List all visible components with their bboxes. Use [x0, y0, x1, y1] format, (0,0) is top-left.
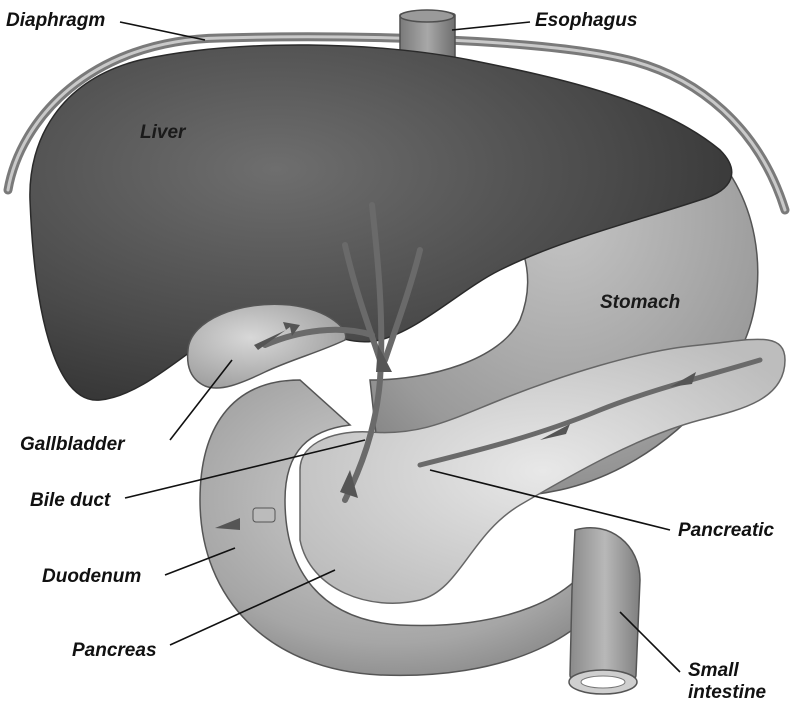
label-small-intestine-line1: Small [688, 660, 739, 682]
label-bile-duct: Bile duct [30, 490, 110, 512]
label-esophagus: Esophagus [535, 10, 637, 32]
label-liver: Liver [140, 122, 185, 144]
label-diaphragm: Diaphragm [6, 10, 105, 32]
label-gallbladder: Gallbladder [20, 434, 125, 456]
small-intestine-tube [570, 528, 640, 686]
label-duodenum: Duodenum [42, 566, 141, 588]
label-stomach: Stomach [600, 292, 680, 314]
label-pancreatic: Pancreatic [678, 520, 774, 542]
label-small-intestine-line2: intestine [688, 682, 766, 704]
duodenal-papilla [253, 508, 275, 522]
label-pancreas: Pancreas [72, 640, 157, 662]
